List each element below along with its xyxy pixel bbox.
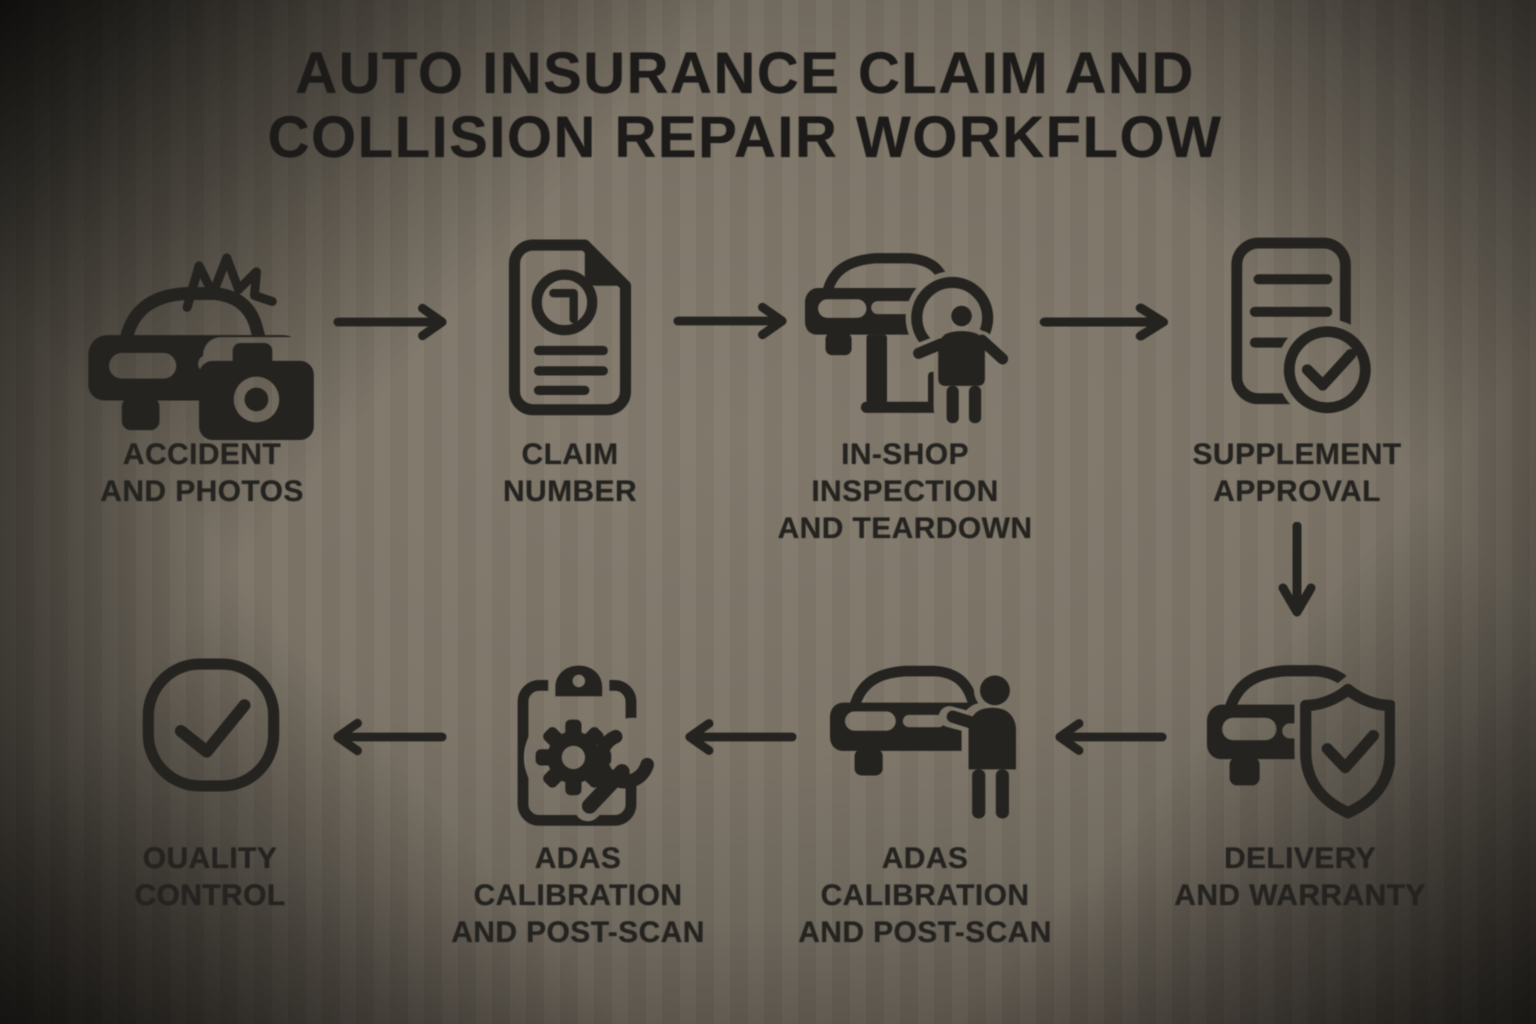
label-line: AND PHOTOS — [100, 475, 304, 508]
car-shield-check-icon — [1207, 665, 1395, 819]
label-line: CONTROL — [134, 879, 286, 912]
label-line: APPROVAL — [1213, 475, 1381, 508]
flow-arrow-left-3 — [333, 718, 447, 756]
label-line: ADAS — [534, 842, 622, 875]
step-label-quality-control: OUALITY CONTROL — [50, 840, 370, 914]
car-lift-magnifier-inspection-icon — [805, 253, 1009, 424]
label-line: NUMBER — [502, 475, 638, 508]
flow-arrow-down — [1278, 522, 1316, 617]
label-line: OUALITY — [142, 842, 278, 875]
clipboard-gear-wrench-icon — [517, 665, 654, 826]
step-label-claim-number: CLAIM NUMBER — [410, 436, 730, 510]
flow-arrow-right-1 — [333, 303, 447, 341]
step-label-supplement-approval: SUPPLEMENT APPROVAL — [1137, 436, 1457, 510]
claim-document-number-icon — [508, 239, 632, 416]
car-crash-camera-icon — [88, 253, 314, 441]
flow-arrow-right-2 — [673, 302, 787, 340]
label-line: CALIBRATION — [473, 879, 683, 912]
flow-arrow-left-1 — [1055, 719, 1167, 755]
label-line: DELIVERY — [1223, 842, 1377, 875]
label-line: SUPPLEMENT — [1192, 438, 1402, 471]
flow-arrow-right-3 — [1039, 303, 1169, 341]
label-line: AND POST-SCAN — [798, 916, 1052, 949]
page-title-line-2: COLLISION REPAIR WORKFLOW — [267, 105, 1223, 170]
step-label-delivery-and-warranty: DELIVERY AND WARRANTY — [1140, 840, 1460, 914]
label-line: CALIBRATION — [820, 879, 1030, 912]
document-check-icon — [1231, 237, 1371, 414]
step-label-adas-calibration-handoff: ADAS CALIBRATION AND POST-SCAN — [765, 840, 1085, 951]
label-line: IN-SHOP — [841, 438, 969, 471]
flow-arrow-left-2 — [685, 719, 797, 755]
step-label-adas-calibration-checklist: ADAS CALIBRATION AND POST-SCAN — [418, 840, 738, 951]
label-line: CLAIM — [521, 438, 619, 471]
label-line: ACCIDENT — [122, 438, 282, 471]
label-line: INSPECTION — [811, 475, 999, 508]
label-line: AND POST-SCAN — [451, 916, 705, 949]
circle-check-icon — [142, 658, 280, 792]
label-line: ADAS — [881, 842, 969, 875]
label-line: AND WARRANTY — [1174, 879, 1426, 912]
page-title-line-1: AUTO INSURANCE CLAIM AND — [295, 41, 1195, 106]
step-label-in-shop-inspection: IN-SHOP INSPECTION AND TEARDOWN — [745, 436, 1065, 547]
step-label-accident-and-photos: ACCIDENT AND PHOTOS — [42, 436, 362, 510]
car-technician-icon — [830, 665, 1016, 819]
label-line: AND TEARDOWN — [777, 512, 1033, 545]
page-title: AUTO INSURANCE CLAIM AND COLLISION REPAI… — [150, 42, 1340, 170]
